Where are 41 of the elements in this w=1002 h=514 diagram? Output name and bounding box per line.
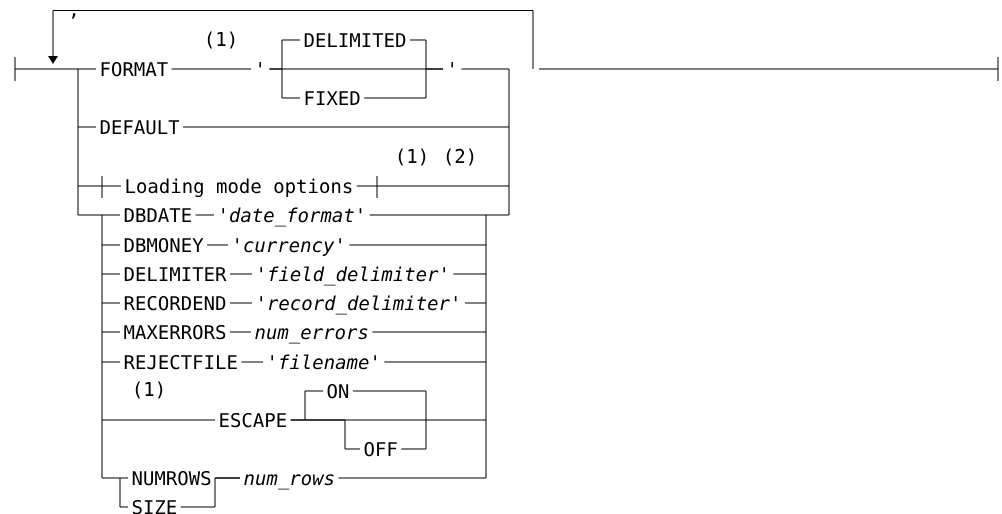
keyword-text: ' [259,62,261,68]
keyword-text: ESCAPE [220,412,286,428]
variable-text: 'filename' [271,354,376,370]
footnote-reference: (1) [135,381,163,399]
railroad-track [171,68,252,70]
keyword-text: MAXERRORS [124,324,226,340]
keyword-text: ' [451,62,453,68]
keyword-text: NUMROWS [132,470,211,486]
railroad-track [363,68,444,99]
railroad-track [229,302,253,304]
railroad-track [229,331,252,333]
railroad-track [290,419,361,450]
variable-text: 'field_delimiter' [260,266,445,286]
variable-text: num_rows [244,474,334,490]
keyword-text: REJECTFILE [124,354,237,370]
railroad-track [229,273,253,275]
variable-text: 'currency' [236,238,341,256]
keyword-text: DBMONEY [124,237,204,253]
keyword-text: FIXED [305,91,360,105]
comma-separator: , [72,13,76,19]
keyword-text: DELIMITER [124,267,227,281]
footnote-reference: (2) [446,148,474,166]
railroad-track [206,244,229,246]
footnote-reference: (1) [398,148,426,166]
variable-text: 'date_format' [222,207,362,227]
keyword-text: SIZE [132,499,177,514]
keyword-text: RECORDEND [124,295,226,311]
railroad-track [268,68,301,99]
railroad-track [195,214,215,216]
keyword-text: DBDATE [124,208,191,222]
variable-text: 'record_delimiter' [260,295,457,315]
keyword-text: DELIMITED [304,33,406,47]
keyword-text: OFF [364,441,397,457]
railroad-track [180,477,241,508]
variable-text: num_errors [255,328,368,344]
footnote-reference: (1) [207,31,235,49]
railroad-track [240,361,264,363]
keyword-text: FORMAT [101,61,168,77]
keyword-text: DEFAULT [100,120,180,135]
fragment-reference: Loading mode options [101,175,378,199]
keyword-text: ON [327,383,349,399]
